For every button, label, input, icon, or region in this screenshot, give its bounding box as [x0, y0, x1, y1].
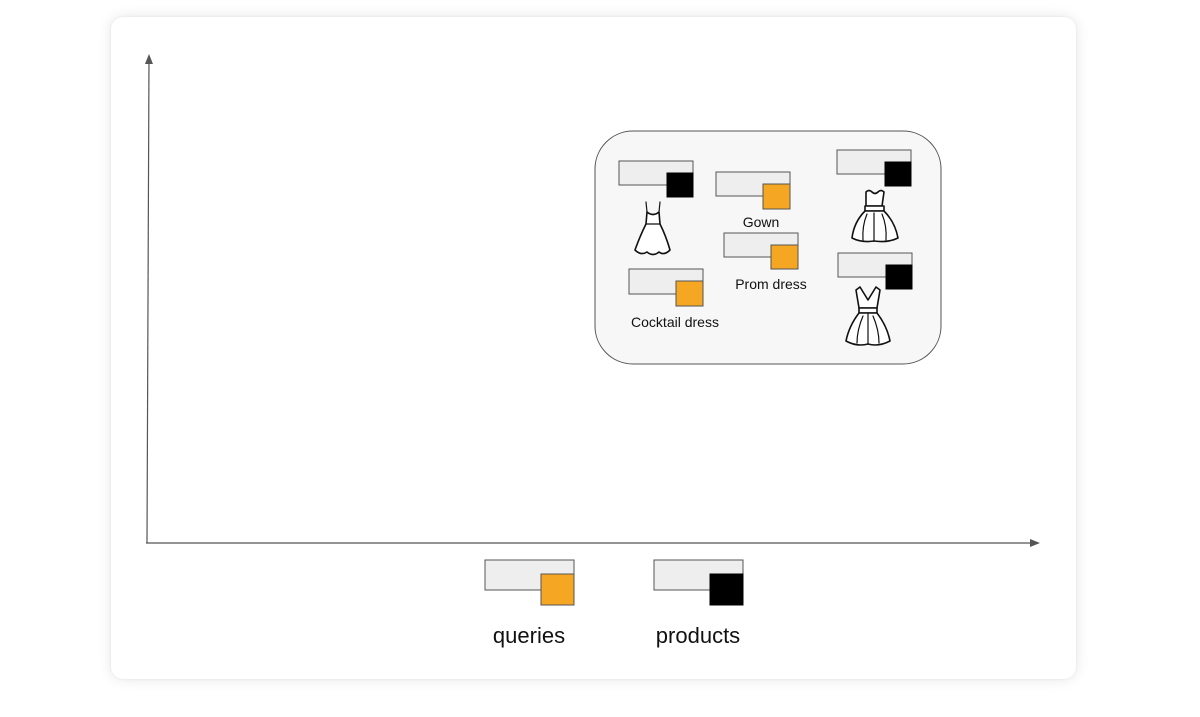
ball-gown-icon: [851, 189, 899, 243]
query-label: Cocktail dress: [631, 314, 719, 330]
query-label: Prom dress: [735, 276, 807, 292]
query-marker: [770, 244, 799, 270]
legend-products: products: [653, 559, 744, 648]
legend-queries-label: queries: [493, 623, 565, 648]
query-marker: [762, 183, 791, 210]
legend-products-label: products: [656, 623, 740, 648]
query-item: Cocktail dress: [628, 268, 719, 330]
product-item: [618, 160, 694, 256]
product-marker: [666, 172, 694, 198]
legend-query-marker: [540, 573, 575, 606]
slip-dress-icon: [634, 201, 671, 256]
query-label: Gown: [743, 214, 780, 230]
y-axis: [144, 54, 153, 544]
product-item: [837, 252, 913, 346]
legend-product-marker: [709, 573, 744, 606]
query-item: Prom dress: [723, 232, 807, 292]
legend-queries: queries: [484, 559, 575, 648]
product-item: [836, 149, 912, 243]
query-item: Gown: [715, 171, 791, 230]
product-marker: [884, 161, 912, 187]
product-marker: [885, 264, 913, 290]
query-marker: [675, 280, 704, 307]
v-neck-dress-icon: [845, 286, 891, 346]
